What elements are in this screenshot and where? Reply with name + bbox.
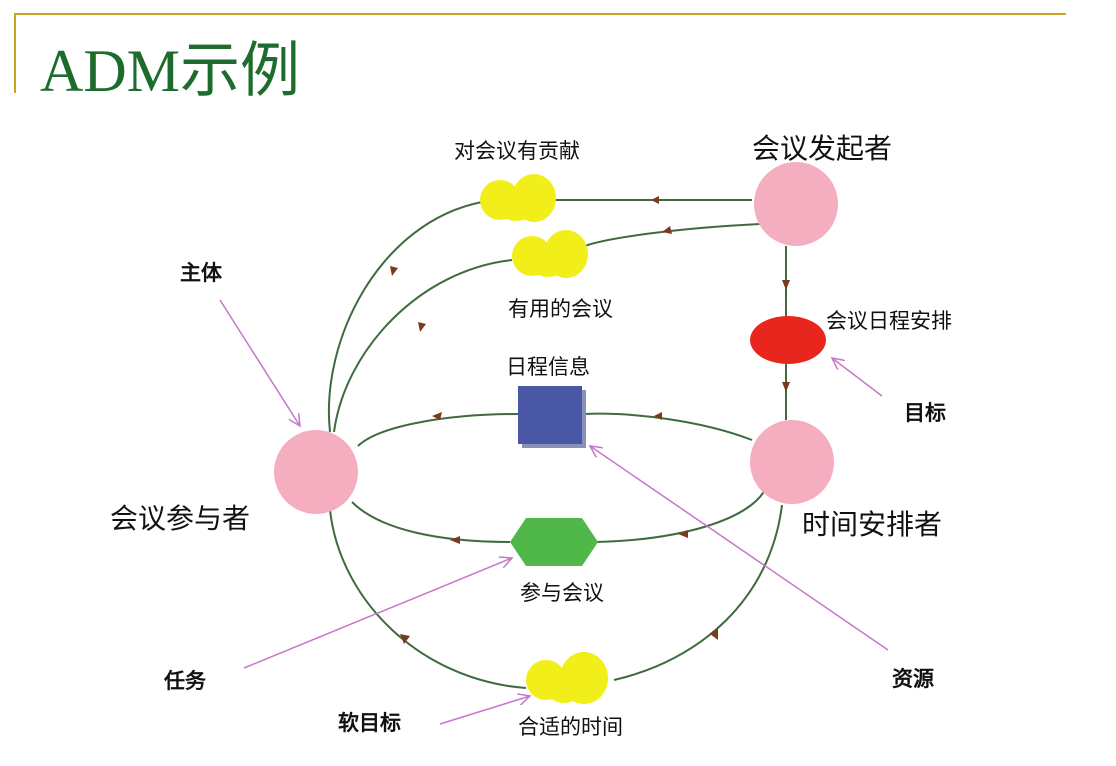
arrowhead (678, 530, 688, 538)
role-participant-label: 会议参与者 (110, 502, 250, 535)
arrowhead (654, 412, 662, 420)
link-initiator-useful (579, 223, 761, 249)
resource-label: 日程信息 (506, 355, 590, 379)
goal-node (750, 316, 826, 364)
resource-node (518, 386, 582, 444)
task-node (510, 518, 598, 566)
arrowhead (450, 536, 460, 544)
arrowhead (418, 322, 426, 332)
callout-arrow-goal (832, 358, 883, 397)
arrowhead (782, 382, 790, 392)
callout-arrow-softgoal (439, 696, 530, 725)
softgoal-contribute-node (480, 174, 556, 222)
arrowheads (390, 196, 790, 644)
link-resource-participant (357, 413, 519, 447)
title-rule (14, 13, 1066, 15)
task-label: 参与会议 (520, 581, 604, 605)
role-initiator-label: 会议发起者 (752, 132, 892, 165)
callout-subject: 主体 (180, 260, 223, 285)
role-scheduler-label: 时间安排者 (802, 508, 942, 541)
arrowhead (400, 634, 410, 644)
softgoal-useful-label: 有用的会议 (508, 297, 613, 321)
softgoal-useful-node (512, 230, 588, 278)
arrowhead (710, 628, 718, 640)
link-scheduler-resource (583, 412, 753, 441)
callout-arrow-resource (590, 446, 889, 651)
link-contribute-participant (327, 201, 483, 433)
softgoal-contribute-label: 对会议有贡献 (454, 139, 580, 163)
arrowhead (782, 280, 790, 290)
role-scheduler-node (750, 420, 834, 504)
link-suitable-scheduler (613, 504, 783, 681)
callout-task: 任务 (163, 668, 207, 693)
callout-arrow-subject (219, 299, 300, 426)
title-accent-bar (14, 13, 16, 93)
link-task-participant (351, 501, 511, 543)
softgoal-suitable-node (526, 652, 608, 704)
arrowhead (662, 226, 672, 234)
role-initiator-node (754, 162, 838, 246)
link-participant-suitable (329, 509, 527, 689)
role-participant-node (274, 430, 358, 514)
callout-arrow-task (243, 558, 512, 669)
arrowhead (432, 412, 442, 420)
arrowhead (651, 196, 659, 204)
callout-softgoal: 软目标 (338, 710, 401, 735)
goal-label: 会议日程安排 (826, 309, 952, 333)
callout-goal: 目标 (904, 400, 946, 425)
callout-resource: 资源 (892, 666, 934, 691)
link-useful-participant (333, 259, 513, 433)
slide-title: ADM示例 (40, 38, 301, 104)
softgoal-suitable-label: 合适的时间 (518, 715, 623, 739)
arrowhead (390, 266, 398, 276)
